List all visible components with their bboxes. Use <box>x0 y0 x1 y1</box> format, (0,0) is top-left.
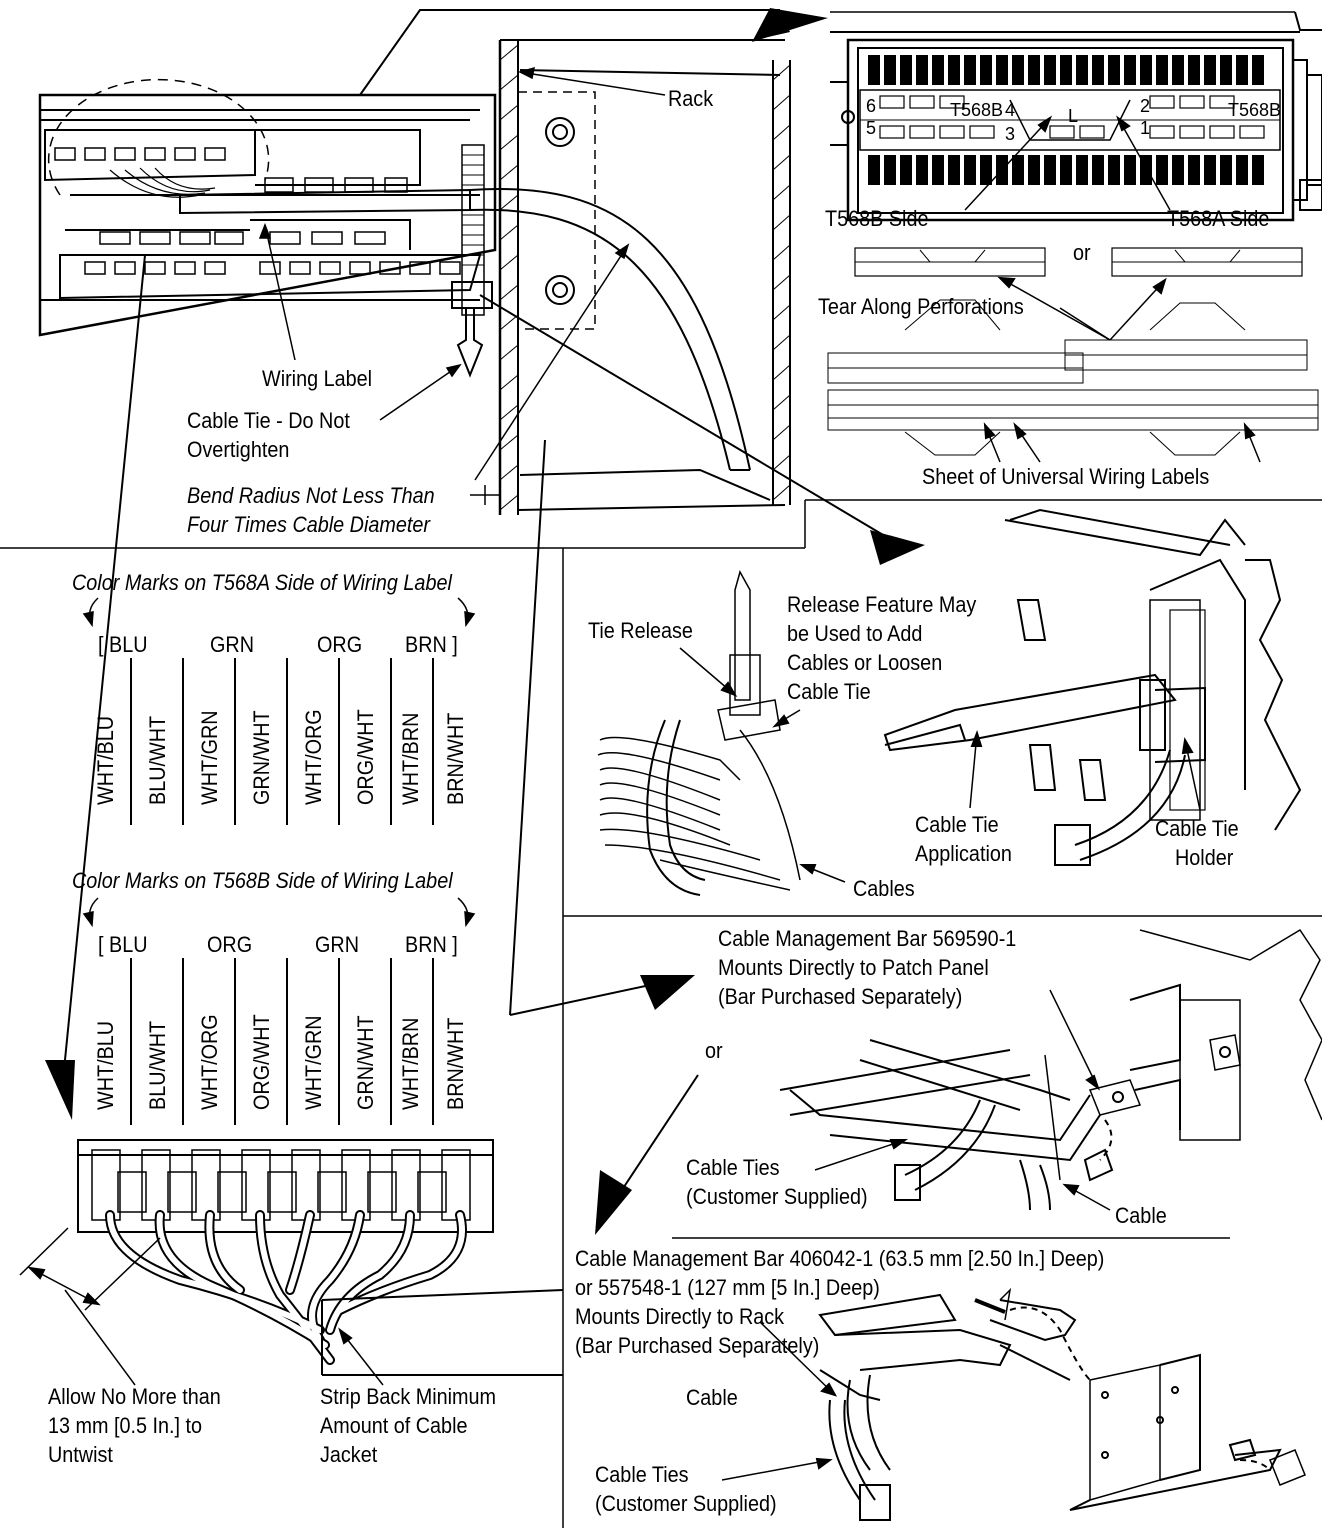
t568b-wire-dividers <box>130 958 434 1125</box>
t568a-group-blu: [ BLU <box>98 632 148 657</box>
t568b-right-label: T568B <box>1228 100 1281 120</box>
cable-label-1: Cable <box>1115 1203 1167 1228</box>
port-2-label: 2 <box>1140 96 1150 116</box>
bend-radius-line1: Bend Radius Not Less Than <box>187 483 435 508</box>
untwist-line2: 13 mm [0.5 In.] to <box>48 1413 203 1438</box>
patch-panel-rack-illustration <box>38 9 791 515</box>
untwist-line3: Untwist <box>48 1442 113 1467</box>
sheet-of-labels-caption: Sheet of Universal Wiring Labels <box>922 464 1210 489</box>
tie-release-label: Tie Release <box>588 618 693 643</box>
termination-block <box>19 1139 564 1386</box>
bar-406042-line2: or 557548-1 (127 mm [5 In.] Deep) <box>575 1275 880 1300</box>
t568a-wire-3: WHT/GRN <box>197 710 222 805</box>
t568b-wire-7: WHT/BRN <box>398 1017 423 1110</box>
cable-tie-application-line1: Cable Tie <box>915 812 999 837</box>
t568a-wire-7: WHT/BRN <box>398 712 423 805</box>
strip-back-line1: Strip Back Minimum <box>320 1384 497 1409</box>
center-l-label: L <box>1068 106 1078 126</box>
cable-tie-application-line2: Application <box>915 841 1012 866</box>
or-label-1: or <box>1073 240 1091 265</box>
cables-label: Cables <box>853 876 915 901</box>
cable-management-bar-569590 <box>779 928 1322 1211</box>
wiring-label-callout: Wiring Label <box>262 366 373 391</box>
port-3-label: 3 <box>1005 124 1015 144</box>
untwist-line1: Allow No More than <box>48 1384 221 1409</box>
t568b-wire-1: WHT/BLU <box>93 1020 118 1110</box>
t568b-wire-4: ORG/WHT <box>249 1014 274 1110</box>
section-dividers <box>0 499 1322 1528</box>
port-6-label: 6 <box>866 96 876 116</box>
cable-ties-2-line1: Cable Ties <box>595 1462 689 1487</box>
pointer-arrows <box>45 8 925 1235</box>
cable-tie-holder-line1: Cable Tie <box>1155 816 1239 841</box>
t568a-wire-5: WHT/ORG <box>301 709 326 805</box>
cable-ties-1-line1: Cable Ties <box>686 1155 780 1180</box>
color-mark-arrows <box>82 597 476 928</box>
tear-along-label: Tear Along Perforations <box>818 294 1024 319</box>
port-4-label: 4 <box>1005 100 1015 120</box>
or-label-2: or <box>705 1038 723 1063</box>
release-feature-line1: Release Feature May <box>787 592 977 617</box>
t568a-group-org: ORG <box>317 632 363 657</box>
rack-label: Rack <box>668 86 714 111</box>
t568a-wire-8: BRN/WHT <box>443 712 468 805</box>
cable-tie-warning-line1: Cable Tie - Do Not <box>187 408 350 433</box>
t568a-wire-2: BLU/WHT <box>145 715 170 805</box>
release-feature-line3: Cables or Loosen <box>787 650 943 675</box>
t568a-group-brn: BRN ] <box>405 632 458 657</box>
t568a-wire-1: WHT/BLU <box>93 715 118 805</box>
t568b-wire-6: GRN/WHT <box>353 1015 378 1110</box>
cable-tie-warning-line2: Overtighten <box>187 437 290 462</box>
bar-406042-line4: (Bar Purchased Separately) <box>575 1333 820 1358</box>
t568a-wire-6: ORG/WHT <box>353 709 378 805</box>
cable-label-2: Cable <box>686 1385 738 1410</box>
bend-radius-line2: Four Times Cable Diameter <box>187 512 430 537</box>
t568b-wire-2: BLU/WHT <box>145 1020 170 1110</box>
bar-569590-line2: Mounts Directly to Patch Panel <box>718 955 989 980</box>
t568b-wire-5: WHT/GRN <box>301 1015 326 1110</box>
t568a-side-label: T568A Side <box>1167 206 1270 231</box>
cable-ties-2-line2: (Customer Supplied) <box>595 1491 777 1516</box>
t568b-group-blu: [ BLU <box>98 932 148 957</box>
tie-release-illustration <box>597 570 846 896</box>
cable-tie-holder-line2: Holder <box>1175 845 1234 870</box>
t568b-left-label: T568B <box>950 100 1003 120</box>
t568b-group-org: ORG <box>207 932 253 957</box>
t568b-wire-8: BRN/WHT <box>443 1017 468 1110</box>
t568a-wire-4: GRN/WHT <box>249 710 274 805</box>
strip-back-line2: Amount of Cable <box>320 1413 468 1438</box>
port-1-label: 1 <box>1140 118 1150 138</box>
cable-tie-holder-illustration <box>883 508 1302 866</box>
bar-569590-line3: (Bar Purchased Separately) <box>718 984 963 1009</box>
release-feature-line2: be Used to Add <box>787 621 923 646</box>
t568b-side-label: T568B Side <box>825 206 929 231</box>
t568a-group-grn: GRN <box>210 632 255 657</box>
bar-569590-line1: Cable Management Bar 569590-1 <box>718 926 1017 951</box>
t568a-color-marks-title: Color Marks on T568A Side of Wiring Labe… <box>72 570 452 595</box>
release-feature-line4: Cable Tie <box>787 679 871 704</box>
bar-406042-line3: Mounts Directly to Rack <box>575 1304 785 1329</box>
panel-closeup <box>827 11 1322 463</box>
cable-ties-1-line2: (Customer Supplied) <box>686 1184 868 1209</box>
t568b-group-brn: BRN ] <box>405 932 458 957</box>
t568a-wire-dividers <box>130 658 434 825</box>
top-left-leader-lines <box>258 66 666 505</box>
t568b-group-grn: GRN <box>315 932 360 957</box>
panel-small-text: 6 5 T568B 4 3 L 2 1 T568B <box>866 96 1281 144</box>
port-5-label: 5 <box>866 118 876 138</box>
strip-back-line3: Jacket <box>320 1442 378 1467</box>
cable-management-bar-406042 <box>721 1287 1306 1521</box>
t568b-color-marks-title: Color Marks on T568B Side of Wiring Labe… <box>72 868 453 893</box>
t568b-wire-3: WHT/ORG <box>197 1014 222 1110</box>
bar-406042-line1: Cable Management Bar 406042-1 (63.5 mm [… <box>575 1246 1105 1271</box>
